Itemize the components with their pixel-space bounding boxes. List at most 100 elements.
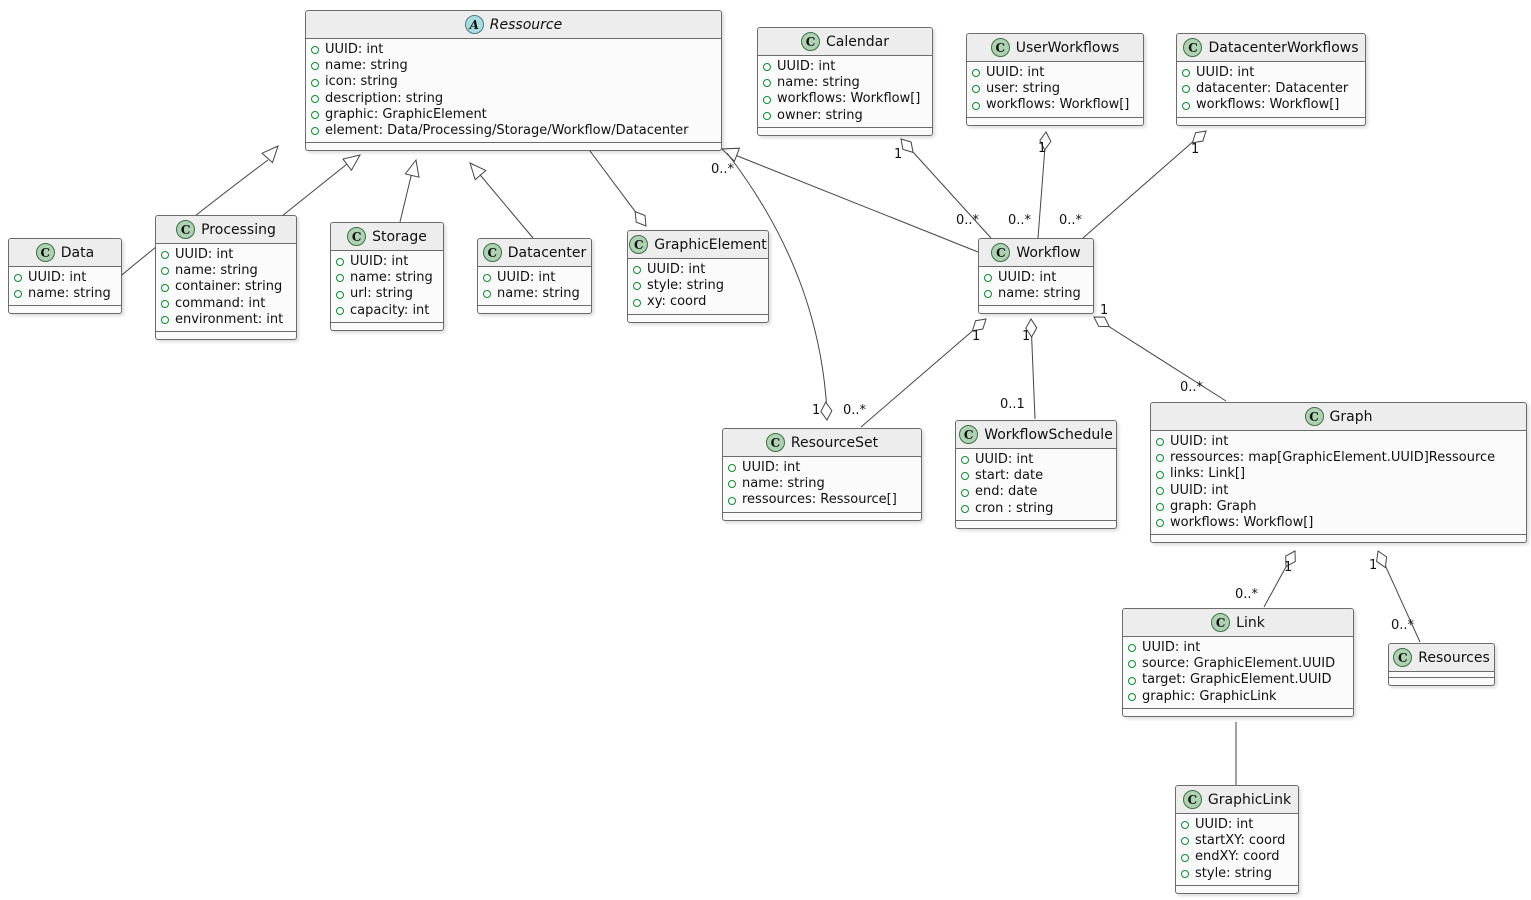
generalization-arrow-icon xyxy=(404,158,420,178)
field-visibility-icon xyxy=(1181,869,1189,878)
attribute: environment: int xyxy=(161,312,289,328)
class-icon: C xyxy=(801,32,821,51)
attribute-text: links: Link[] xyxy=(1170,466,1246,482)
class-icon: C xyxy=(176,220,196,239)
attribute: start: date xyxy=(961,468,1109,484)
multiplicity-label: 0..1 xyxy=(1000,397,1025,412)
attribute-text: UUID: int xyxy=(1196,65,1255,80)
attribute-text: UUID: int xyxy=(175,247,234,262)
attribute-text: workflows: Workflow[] xyxy=(777,91,921,107)
attribute: datacenter: Datacenter xyxy=(1182,81,1358,97)
attribute-text: UUID: int xyxy=(1170,482,1229,498)
field-visibility-icon xyxy=(972,85,980,94)
methods-compartment xyxy=(156,332,296,339)
field-visibility-icon xyxy=(1128,692,1136,701)
attribute-text: source: GraphicElement.UUID xyxy=(1142,656,1336,672)
attribute: url: string xyxy=(336,286,436,302)
methods-compartment xyxy=(9,306,121,313)
field-visibility-icon xyxy=(633,266,641,275)
edge-datacenterworkflows-workflow xyxy=(1082,131,1205,239)
attribute: ressources: map[GraphicElement.UUID]Ress… xyxy=(1156,450,1519,466)
field-visibility-icon xyxy=(311,94,319,103)
attribute-text: UUID: int xyxy=(325,42,384,57)
attribute-text: name: string xyxy=(325,58,408,74)
field-visibility-icon xyxy=(336,306,344,315)
field-visibility-icon xyxy=(1182,69,1190,78)
field-visibility-icon xyxy=(633,298,641,307)
edge-calendar-workflow xyxy=(902,140,992,239)
multiplicity-label: 1 xyxy=(812,403,820,418)
aggregation-diamond-icon xyxy=(1025,318,1038,338)
attribute-text: environment: int xyxy=(175,311,284,327)
field-visibility-icon xyxy=(161,283,169,292)
field-visibility-icon xyxy=(1182,85,1190,94)
attribute: workflows: Workflow[] xyxy=(1156,515,1519,531)
attribute: workflows: Workflow[] xyxy=(1182,97,1358,113)
attribute: UUID: int xyxy=(1156,483,1519,499)
attribute-text: cron : string xyxy=(975,500,1054,516)
class-icon: C xyxy=(35,243,55,262)
field-visibility-icon xyxy=(1128,660,1136,669)
aggregation-diamond-icon xyxy=(971,318,987,332)
multiplicity-label: 1 xyxy=(894,147,902,162)
field-visibility-icon xyxy=(1156,438,1164,447)
edge-workflow-extends-ressource xyxy=(734,154,979,253)
edge-processing-extends-ressource xyxy=(281,159,353,217)
multiplicity-label: 0..* xyxy=(711,162,735,177)
attribute-text: UUID: int xyxy=(1142,640,1201,655)
attribute: graphic: GraphicLink xyxy=(1128,689,1346,705)
attribute-text: target: GraphicElement.UUID xyxy=(1142,672,1332,688)
aggregation-diamond-icon xyxy=(900,138,914,154)
attribute: user: string xyxy=(972,81,1136,97)
attribute-text: xy: coord xyxy=(647,294,707,310)
attribute: UUID: int xyxy=(1128,640,1346,656)
attribute: UUID: int xyxy=(972,65,1136,81)
generalization-arrow-icon xyxy=(469,162,487,181)
methods-compartment xyxy=(979,306,1093,313)
attribute-text: UUID: int xyxy=(777,59,836,74)
edge-storage-extends-ressource xyxy=(399,167,414,223)
attribute: UUID: int xyxy=(633,262,761,278)
aggregation-diamond-icon xyxy=(1039,131,1052,151)
attribute-text: container: string xyxy=(175,279,283,295)
attribute: style: string xyxy=(633,278,761,294)
methods-compartment xyxy=(758,128,932,135)
attribute: UUID: int xyxy=(483,270,584,286)
attribute-text: datacenter: Datacenter xyxy=(1196,81,1349,97)
attribute-text: ressources: Ressource[] xyxy=(742,492,897,508)
class-icon: C xyxy=(1304,407,1324,426)
attribute: UUID: int xyxy=(311,42,714,58)
attribute: name: string xyxy=(311,58,714,74)
attribute-text: name: string xyxy=(350,270,433,286)
methods-compartment xyxy=(967,118,1143,125)
attribute: UUID: int xyxy=(763,59,925,75)
attribute: style: string xyxy=(1181,866,1291,882)
methods-compartment xyxy=(1151,535,1526,542)
methods-compartment xyxy=(331,323,443,330)
attribute: graphic: GraphicElement xyxy=(311,107,714,123)
attribute: startXY: coord xyxy=(1181,833,1291,849)
attribute: UUID: int xyxy=(984,270,1086,286)
field-visibility-icon xyxy=(728,464,736,473)
field-visibility-icon xyxy=(336,274,344,283)
attribute-text: UUID: int xyxy=(986,65,1045,80)
class-icon: C xyxy=(629,235,649,254)
attribute-text: UUID: int xyxy=(647,262,706,277)
multiplicity-label: 1 xyxy=(1100,303,1108,318)
field-visibility-icon xyxy=(161,299,169,308)
